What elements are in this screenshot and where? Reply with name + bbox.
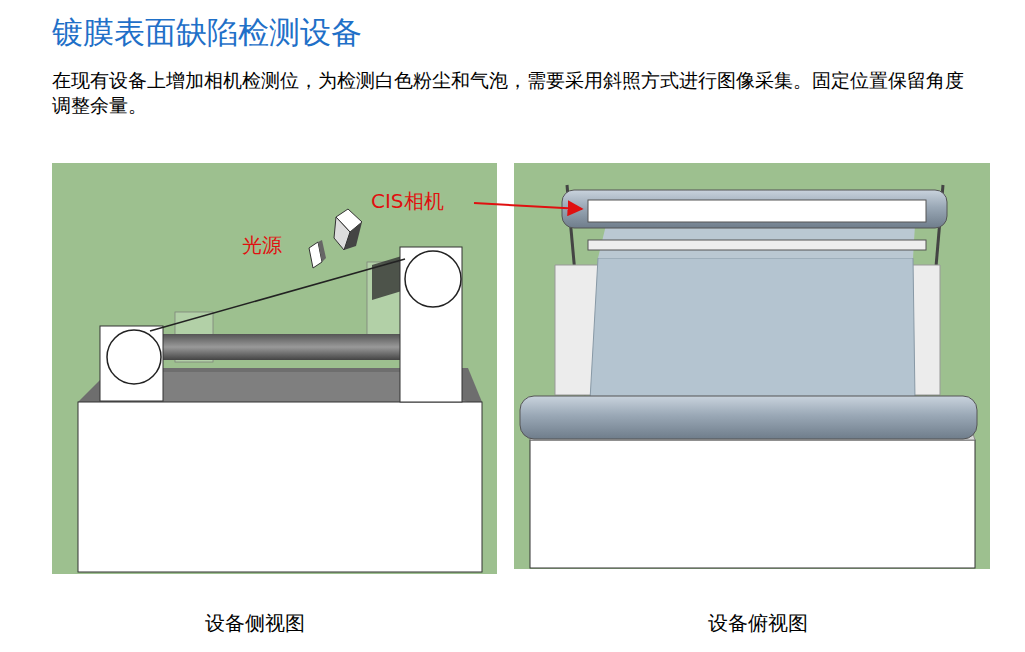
light-source (309, 240, 326, 268)
camera-label: CIS相机 (371, 188, 444, 214)
light-label: 光源 (242, 232, 282, 258)
top-view (514, 163, 990, 569)
view-caption: 设备俯视图 (708, 610, 808, 636)
side-view (52, 163, 497, 574)
leader-line (474, 203, 582, 209)
cis-camera (334, 209, 362, 250)
page-title: 镀膜表面缺陷检测设备 (52, 12, 362, 52)
view-caption: 设备侧视图 (205, 610, 305, 636)
description-note: 在现有设备上增加相机检测位，为检测白色粉尘和气泡，需要采用斜照方式进行图像采集。… (52, 68, 982, 117)
